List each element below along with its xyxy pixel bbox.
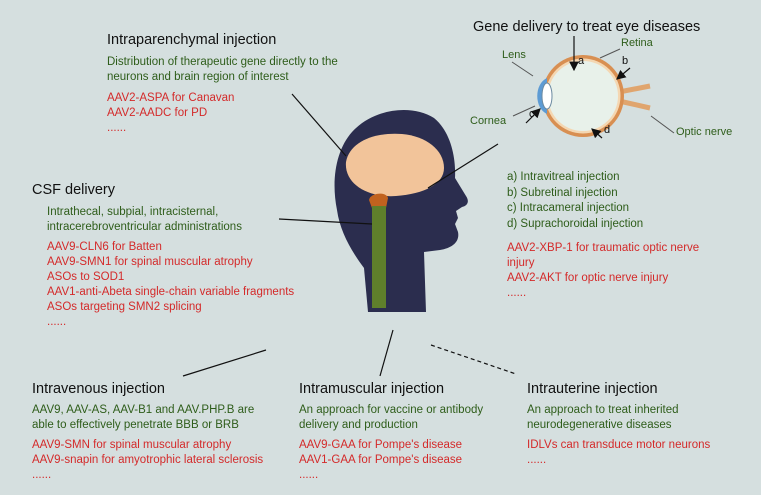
- therapy-item: AAV9-SMN1 for spinal muscular atrophy: [47, 256, 253, 268]
- intravenous-description: AAV9, AAV-AS, AAV-B1 and AAV.PHP.B are a…: [32, 404, 255, 431]
- marker-c: c: [529, 108, 535, 120]
- marker-d: d: [604, 124, 611, 136]
- therapy-item: AAV1-anti-Abeta single-chain variable fr…: [47, 286, 295, 298]
- brain-shape: [345, 133, 444, 197]
- csf-description: Intrathecal, subpial, intracisternal, in…: [47, 206, 242, 233]
- csf-heading: CSF delivery: [32, 182, 115, 198]
- therapy-item: AAV9-snapin for amyotrophic lateral scle…: [32, 454, 264, 466]
- route-item: c) Intracameral injection: [507, 202, 630, 214]
- therapy-item: AAV2-XBP-1 for traumatic optic nerve inj…: [507, 242, 700, 269]
- intramuscular-heading: Intramuscular injection: [299, 381, 445, 397]
- therapy-item: AAV1-GAA for Pompe's disease: [299, 454, 463, 466]
- route-item: d) Suprachoroidal injection: [507, 217, 644, 230]
- therapy-item: AAV2-AKT for optic nerve injury: [507, 272, 669, 284]
- intraparenchymal-heading: Intraparenchymal injection: [107, 32, 277, 48]
- connector-eye: [427, 143, 499, 189]
- intrauterine-description: An approach to treat inherited neurodege…: [527, 404, 679, 431]
- cornea-label: Cornea: [470, 115, 507, 127]
- intravenous-therapy-list: AAV9-SMN for spinal muscular atrophy AAV…: [32, 438, 263, 483]
- therapy-item: AAV2-ASPA for Canavan: [107, 92, 235, 104]
- retina-label: Retina: [621, 37, 653, 49]
- eye-therapy-list: AAV2-XBP-1 for traumatic optic nerve inj…: [507, 241, 707, 301]
- therapy-item: AAV9-GAA for Pompe's disease: [299, 439, 463, 451]
- therapy-item: IDLVs can transduce motor neurons: [527, 439, 711, 451]
- spinal-cord-shape: [372, 206, 386, 308]
- lens-label: Lens: [502, 49, 526, 61]
- therapy-item: AAV9-SMN for spinal muscular atrophy: [32, 439, 232, 451]
- connector-intramuscular: [379, 329, 394, 377]
- route-item: a) Intravitreal injection: [507, 171, 620, 183]
- therapy-ellipsis: ......: [47, 316, 67, 328]
- intramuscular-description: An approach for vaccine or antibody deli…: [299, 404, 484, 431]
- therapy-ellipsis: ......: [527, 454, 547, 466]
- eye-route-list: a) Intravitreal injection b) Subretinal …: [507, 170, 643, 232]
- therapy-ellipsis: ......: [107, 122, 127, 134]
- therapy-item: AAV9-CLN6 for Batten: [47, 241, 162, 253]
- connector-intrauterine: [430, 344, 517, 375]
- csf-therapy-list: AAV9-CLN6 for Batten AAV9-SMN1 for spina…: [47, 240, 294, 330]
- intraparenchymal-therapy-list: AAV2-ASPA for Canavan AAV2-AADC for PD .…: [107, 91, 234, 136]
- therapy-item: AAV2-AADC for PD: [107, 107, 208, 119]
- intrauterine-heading: Intrauterine injection: [527, 381, 658, 397]
- eye-heading: Gene delivery to treat eye diseases: [473, 19, 701, 35]
- connector-csf: [278, 218, 373, 225]
- optic-nerve-label: Optic nerve: [676, 126, 733, 138]
- therapy-ellipsis: ......: [299, 469, 319, 481]
- intravenous-heading: Intravenous injection: [32, 381, 165, 397]
- intraparenchymal-description: Distribution of therapeutic gene directl…: [107, 56, 338, 83]
- connector-intraparenchymal: [291, 93, 347, 157]
- intrauterine-therapy-list: IDLVs can transduce motor neurons ......: [527, 438, 717, 468]
- brainstem-shape: [369, 193, 388, 208]
- therapy-ellipsis: ......: [32, 469, 52, 481]
- marker-a: a: [578, 55, 585, 67]
- connector-intravenous: [182, 349, 267, 377]
- therapy-item: ASOs to SOD1: [47, 271, 125, 283]
- therapy-ellipsis: ......: [507, 287, 527, 299]
- marker-b: b: [622, 55, 629, 67]
- intramuscular-therapy-list: AAV9-GAA for Pompe's disease AAV1-GAA fo…: [299, 438, 462, 483]
- eye-illustration: [511, 36, 675, 139]
- therapy-item: ASOs targeting SMN2 splicing: [47, 301, 202, 313]
- route-item: b) Subretinal injection: [507, 186, 618, 199]
